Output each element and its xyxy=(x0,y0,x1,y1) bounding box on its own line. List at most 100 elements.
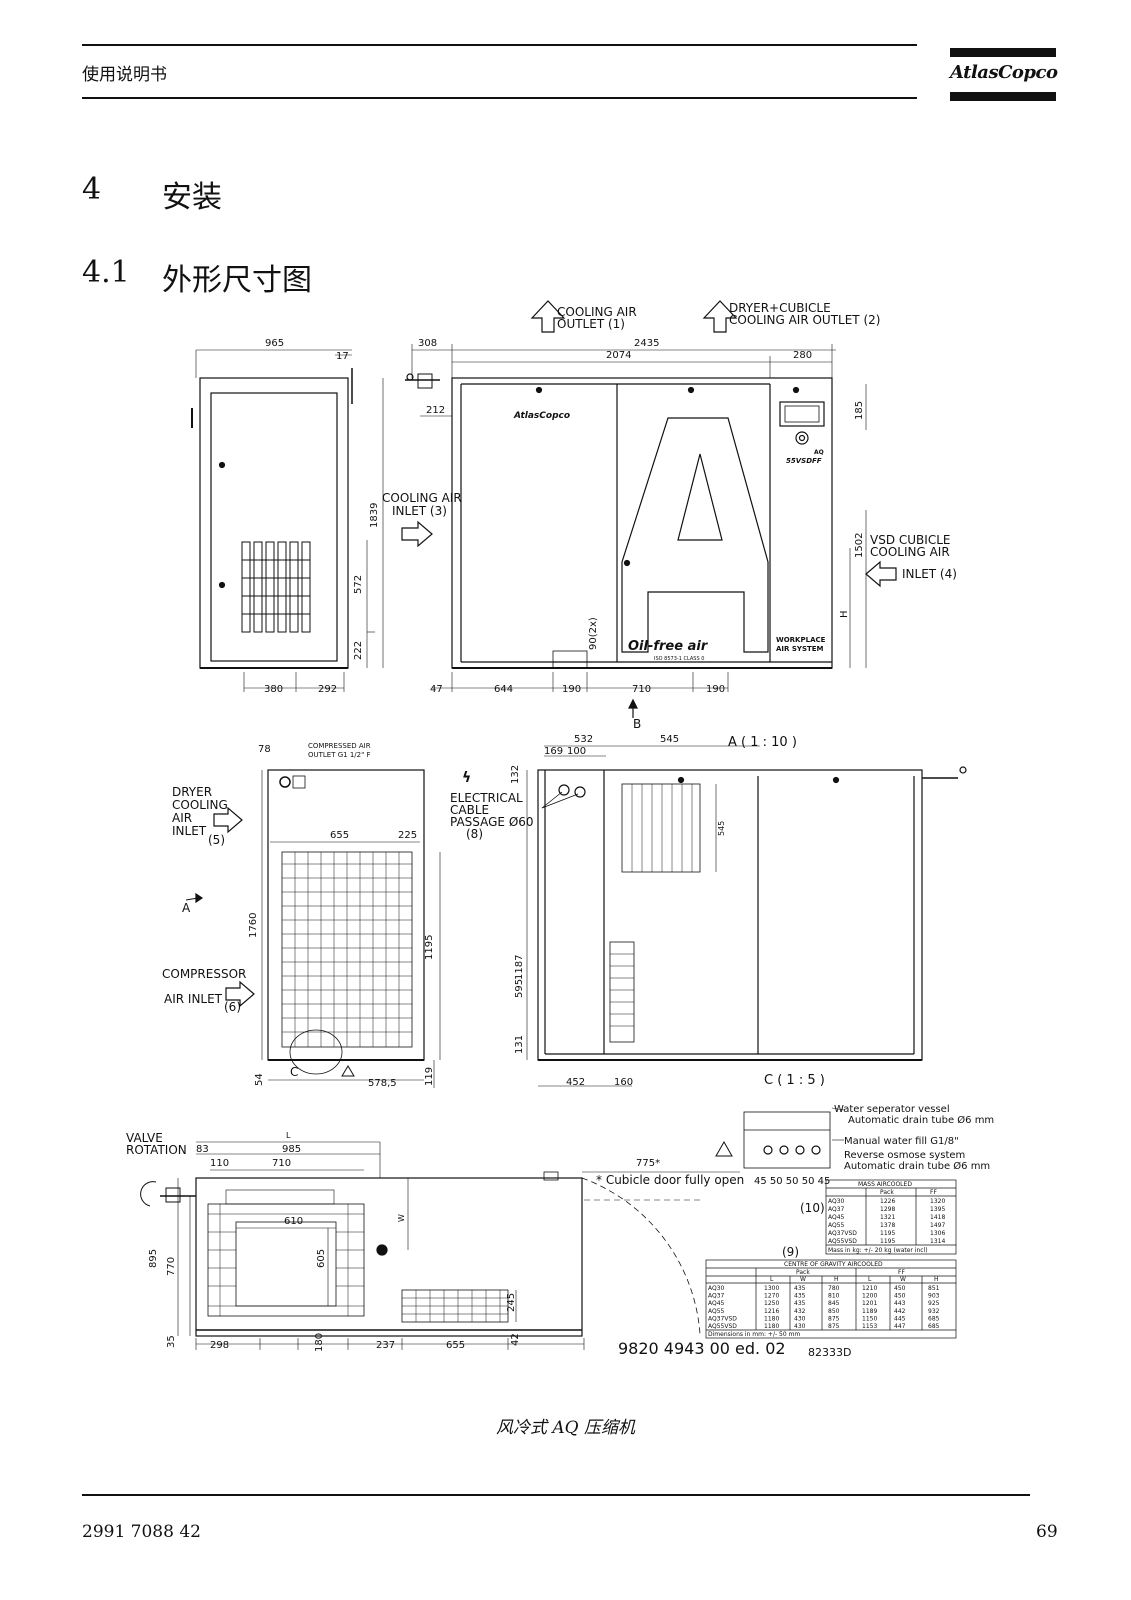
cog-table-header-cell: H xyxy=(834,1276,839,1283)
drawing-number: 9820 4943 00 ed. 02 xyxy=(618,1339,786,1358)
mass-table-cell: 1298 xyxy=(880,1206,895,1213)
dim-label: 237 xyxy=(376,1340,395,1351)
dim-label: 710 xyxy=(272,1158,291,1169)
cog-table-cell: 1300 xyxy=(764,1285,779,1292)
dim-label: 225 xyxy=(398,830,417,841)
cog-table-cell: 430 xyxy=(794,1315,806,1322)
workplace-label-1: WORKPLACE xyxy=(776,636,826,644)
document-number: 2991 7088 42 xyxy=(82,1522,201,1542)
cog-table-cell: 1180 xyxy=(764,1315,779,1322)
mass-table-cell: 1320 xyxy=(930,1198,945,1205)
cog-table-cell: 435 xyxy=(794,1300,806,1307)
dim-label: 90(2x) xyxy=(588,617,599,650)
dryer-outlet-label-2: COOLING AIR OUTLET (2) xyxy=(729,313,880,327)
detail-c-label: Manual water fill G1/8" xyxy=(844,1136,959,1147)
cooling-outlet-label-2: OUTLET (1) xyxy=(557,317,625,331)
detail-c-outline xyxy=(743,1111,831,1169)
dim-label: 1195 xyxy=(424,935,435,960)
cog-table-cell: 685 xyxy=(928,1323,940,1330)
middle-side-outline xyxy=(267,769,425,1061)
dim-label: 770 xyxy=(166,1257,177,1276)
section-number: 4.1 xyxy=(82,255,130,290)
detail-c-label: Water seperator vessel xyxy=(834,1104,950,1115)
dimension-drawing: COOLING AIR OUTLET (1) DRYER+CUBICLE COO… xyxy=(120,300,1020,1390)
dim-label: 578,5 xyxy=(368,1078,397,1089)
front-view-outline xyxy=(451,377,833,669)
oilfree-sub: ISO 8573-1 CLASS 0 xyxy=(654,656,704,662)
dim-label: 2074 xyxy=(606,350,631,361)
detail-marker-c: C xyxy=(290,1065,298,1079)
cog-table-cell: 685 xyxy=(928,1315,940,1322)
cog-table-cell: 1150 xyxy=(862,1315,877,1322)
dim-label: 610 xyxy=(284,1216,303,1227)
dim-label: 47 xyxy=(430,684,443,695)
cog-table-cell: 850 xyxy=(828,1308,840,1315)
mass-col-ff: FF xyxy=(930,1189,937,1196)
dim-label: 292 xyxy=(318,684,337,695)
dim-label: 1760 xyxy=(248,913,259,938)
dim-label: 655 xyxy=(446,1340,465,1351)
dim-label: 644 xyxy=(494,684,513,695)
cog-table-cell: 810 xyxy=(828,1293,840,1300)
cubicle-note: * Cubicle door fully open xyxy=(596,1173,744,1187)
dryer-inlet-label-1: DRYER xyxy=(172,785,212,799)
mass-table-cell: 1226 xyxy=(880,1198,895,1205)
header-bottom-rule xyxy=(82,97,917,99)
dim-label: 595 xyxy=(514,979,525,998)
model-label: AQ xyxy=(814,449,824,456)
dim-label: 710 xyxy=(632,684,651,695)
dim-label: 452 xyxy=(566,1077,585,1088)
mass-table-cell: 1321 xyxy=(880,1214,895,1221)
mass-table-footer: Mass in kg: +/- 20 kg (water incl) xyxy=(828,1247,928,1254)
model-sub: 55VSDFF xyxy=(786,457,822,465)
inlet3-label-1: COOLING AIR xyxy=(382,491,462,505)
cog-table-cell: 875 xyxy=(828,1315,840,1322)
mass-table-cell: AQ37 xyxy=(828,1206,845,1213)
dim-label: 169 xyxy=(544,746,563,757)
mass-table-cell: 1418 xyxy=(930,1214,945,1221)
door-swing-arc xyxy=(581,1177,701,1335)
oilfree-label: Oil-free air xyxy=(628,639,709,654)
dim-label: 110 xyxy=(210,1158,229,1169)
dim-label: 83 xyxy=(196,1144,209,1155)
cog-table-cell: 450 xyxy=(894,1285,906,1292)
compressed-outlet-label-2: OUTLET G1 1/2" F xyxy=(308,751,371,759)
cog-table-header-cell: L xyxy=(770,1276,774,1283)
mass-table-cell: AQ37VSD xyxy=(828,1230,857,1237)
dryer-inlet-label-4: INLET xyxy=(172,824,207,838)
cog-table-cell: 851 xyxy=(928,1285,940,1292)
electrical-label-2: CABLE xyxy=(450,803,489,817)
compressor-inlet-label-1: COMPRESSOR xyxy=(162,967,246,981)
outlet-arrow-icon xyxy=(702,300,738,333)
mass-table-cell: AQ30 xyxy=(828,1198,845,1205)
dim-label: 1187 xyxy=(514,955,525,980)
cog-table-cell: 780 xyxy=(828,1285,840,1292)
mass-table-cell: AQ45 xyxy=(828,1214,845,1221)
dryer-inlet-number: (5) xyxy=(208,833,225,847)
cog-table-cell: AQ37VSD xyxy=(708,1315,737,1322)
dim-label: 572 xyxy=(353,575,364,594)
dim-label: 78 xyxy=(258,744,271,755)
dim-label: 185 xyxy=(854,401,865,420)
electrical-label-1: ELECTRICAL xyxy=(450,791,523,805)
cog-table-ref: (9) xyxy=(782,1245,799,1259)
dim-label: 380 xyxy=(264,684,283,695)
dim-label: 245 xyxy=(506,1293,517,1312)
mass-col-pack: Pack xyxy=(880,1189,894,1196)
dim-label: 545 xyxy=(660,734,679,745)
inlet4-label-2: COOLING AIR xyxy=(870,545,950,559)
dim-label: 965 xyxy=(265,338,284,349)
section-title: 安装 xyxy=(162,180,222,215)
section-title: 外形尺寸图 xyxy=(162,263,312,298)
cog-table-cell: 430 xyxy=(794,1323,806,1330)
dim-label: 190 xyxy=(562,684,581,695)
header-title: 使用说明书 xyxy=(82,65,167,85)
cog-table-cell: 1270 xyxy=(764,1293,779,1300)
cog-group-pack: Pack xyxy=(796,1269,810,1276)
cog-table-cell: 1216 xyxy=(764,1308,779,1315)
cog-table-cell: 1210 xyxy=(862,1285,877,1292)
section-number: 4 xyxy=(82,172,102,207)
mass-table-cell: 1497 xyxy=(930,1222,945,1229)
dim-label: 655 xyxy=(330,830,349,841)
